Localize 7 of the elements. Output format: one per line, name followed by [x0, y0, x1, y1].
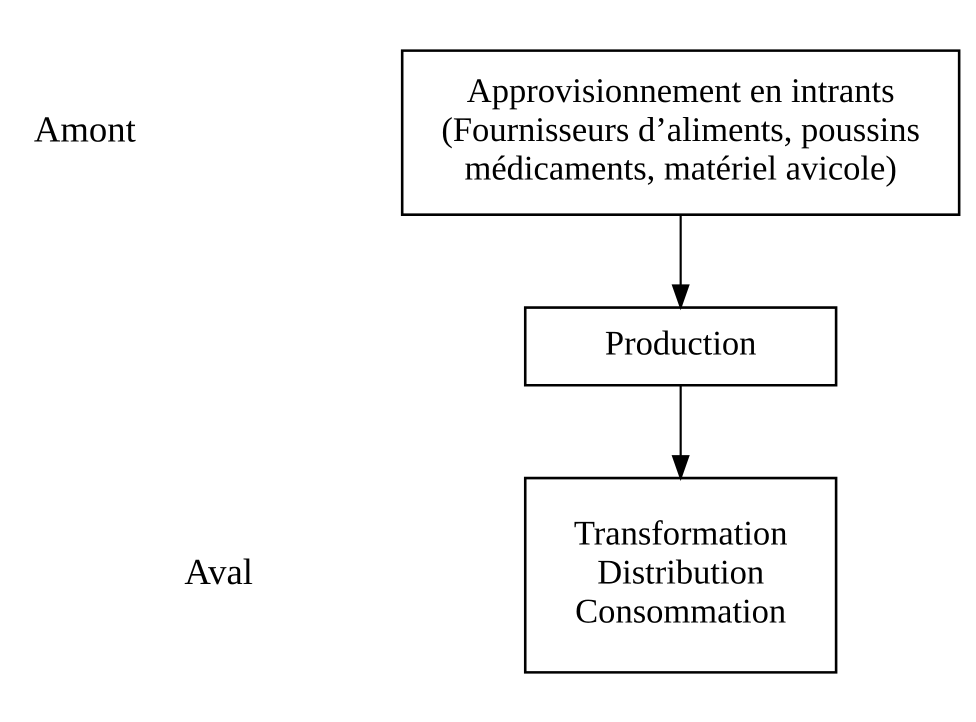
node-box: Transformation Distribution Consommation: [524, 476, 838, 674]
node-box: Approvisionnement en intrants (Fournisseurs d’aliments, poussins médicaments, matériel avicole): [400, 48, 960, 216]
arrow: [672, 214, 690, 310]
label: Amont: [34, 108, 136, 150]
label: Aval: [184, 550, 253, 592]
node-box: Production: [524, 306, 838, 386]
arrow: [672, 385, 690, 481]
